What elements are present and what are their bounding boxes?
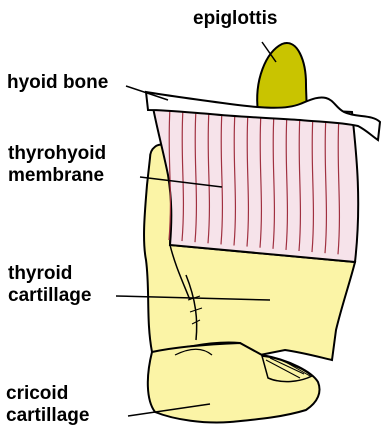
label-thyroid-cartilage-line-2: cartillage: [8, 285, 91, 307]
label-thyrohyoid-membrane: thyrohyoid membrane: [8, 143, 106, 187]
label-thyroid-cartilage: thyroid cartillage: [8, 263, 91, 307]
label-thyroid-cartilage-line-1: thyroid: [8, 263, 91, 285]
label-hyoid-bone: hyoid bone: [7, 72, 108, 94]
cricoid-cartilage-shape: [148, 343, 320, 423]
label-thyrohyoid-membrane-line-1: thyrohyoid: [8, 143, 106, 165]
label-thyrohyoid-membrane-line-2: membrane: [8, 165, 106, 187]
cricothyroid-ligament-shape: [262, 356, 312, 382]
label-cricoid-cartilage-line-1: cricoid: [6, 383, 89, 405]
label-cricoid-cartilage-line-2: cartillage: [6, 405, 89, 427]
label-epiglottis: epiglottis: [193, 8, 277, 30]
label-cricoid-cartilage: cricoid cartillage: [6, 383, 89, 427]
